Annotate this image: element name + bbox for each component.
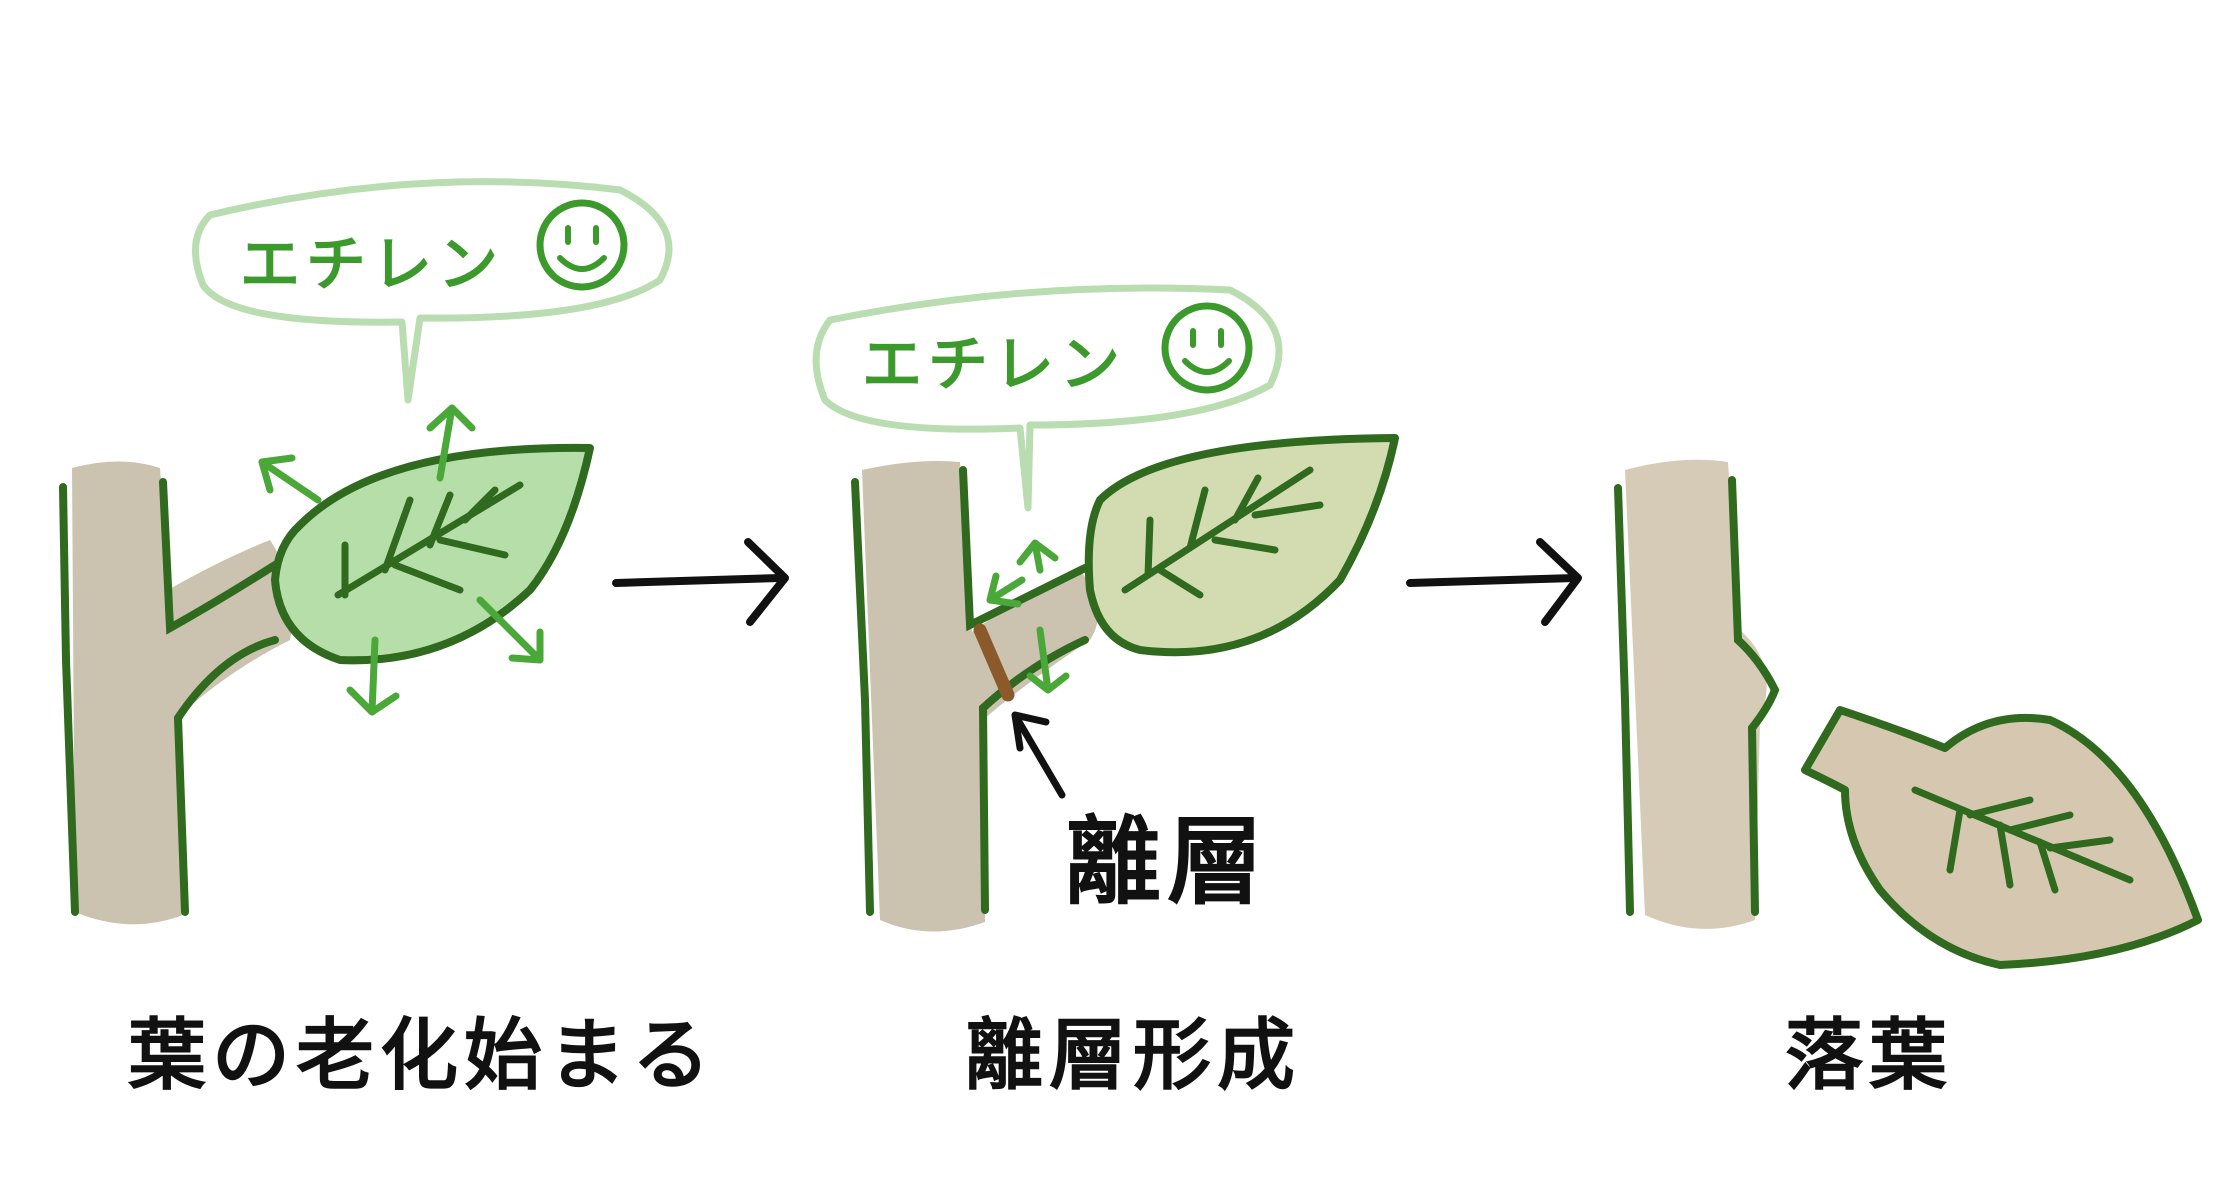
ethylene-bubble-2 — [812, 284, 1283, 512]
leaf-1 — [271, 443, 594, 665]
stem-3-outline-right — [1728, 476, 1780, 916]
fallen-leaf-veins — [1911, 786, 2134, 894]
abscission-layer-band — [973, 623, 1015, 702]
caption-stage-3: 落葉 — [1785, 1011, 1953, 1101]
process-arrow-1 — [612, 538, 789, 626]
leaf-2-veins — [1121, 466, 1324, 599]
ethylene-label-1: エチレン — [240, 230, 504, 300]
stem-2-outline-right — [959, 466, 1089, 914]
ethylene-label-2: エチレン — [862, 330, 1126, 400]
smiley-face-icon — [536, 199, 628, 291]
leaf-1-veins — [334, 481, 524, 599]
stem-3 — [1625, 459, 1767, 929]
stem-1-outline-right — [159, 478, 279, 916]
abscission-callout-arrow — [1011, 711, 1066, 799]
ethylene-arrows-1 — [258, 404, 544, 716]
abscission-layer-label: 離層 — [1065, 806, 1269, 918]
smiley-face-icon — [1161, 302, 1253, 394]
stem-1 — [72, 461, 293, 925]
stem-3-outline-left — [1614, 484, 1634, 916]
ethylene-bubble-1 — [191, 178, 673, 404]
process-arrow-2 — [1406, 538, 1582, 626]
stem-2 — [862, 461, 1098, 932]
stem-1-outline-left — [59, 483, 79, 916]
caption-stage-2: 離層形成 — [965, 1011, 1301, 1101]
ethylene-arrows-2 — [986, 539, 1070, 694]
stage-1-leaf-aging: エチレン — [59, 178, 673, 925]
caption-stage-1: 葉の老化始まる — [127, 1011, 716, 1101]
stage-2-abscission-layer: エチレン 離層 — [812, 284, 1399, 932]
stage-3-leaf-fall — [1614, 459, 2202, 969]
stem-2-outline-left — [851, 478, 874, 916]
